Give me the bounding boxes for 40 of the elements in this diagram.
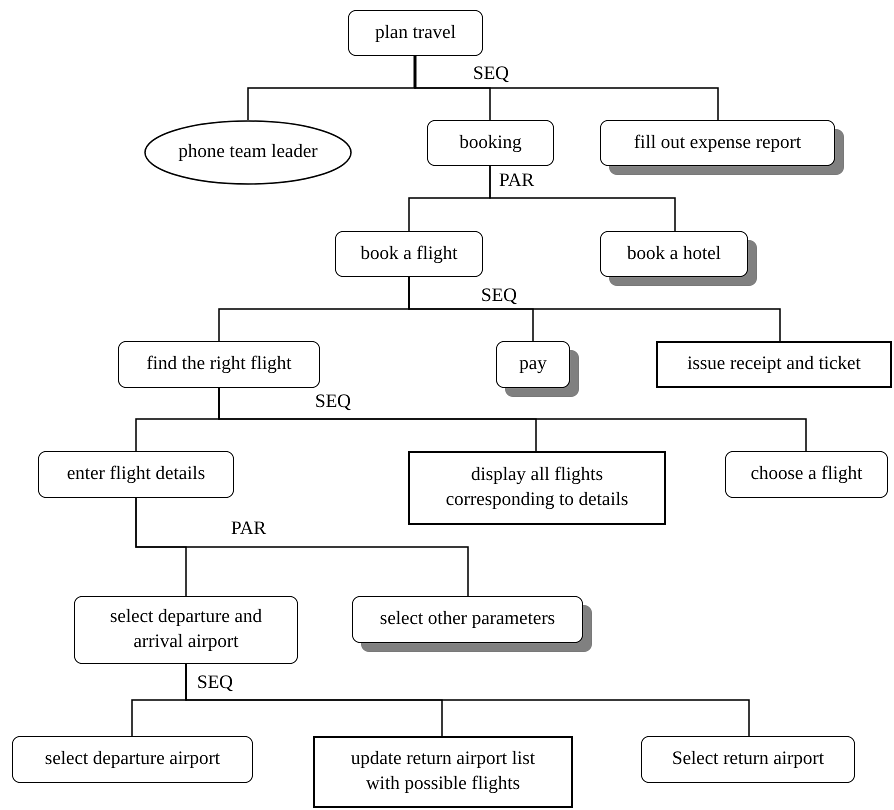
task-label: pay bbox=[518, 352, 548, 376]
task-label: update return airport list with possible flights bbox=[350, 747, 536, 796]
task-box bbox=[408, 451, 666, 525]
task-label: phone team leader bbox=[177, 140, 319, 164]
operator-label: PAR bbox=[231, 518, 266, 540]
connector-line bbox=[135, 498, 469, 596]
task-box bbox=[74, 596, 298, 664]
task-label: display all flights corresponding to details bbox=[444, 463, 630, 512]
connector-line bbox=[489, 166, 676, 231]
task-box bbox=[641, 736, 855, 783]
task-box bbox=[12, 736, 253, 783]
task-label: choose a flight bbox=[750, 462, 864, 486]
task-box bbox=[118, 341, 320, 388]
operator-label: SEQ bbox=[315, 391, 351, 413]
task-label: enter flight details bbox=[66, 462, 206, 486]
task-box bbox=[38, 451, 234, 498]
task-label: plan travel bbox=[374, 20, 457, 45]
operator-label: SEQ bbox=[473, 63, 509, 85]
task-box bbox=[725, 451, 888, 498]
connector-line bbox=[218, 388, 807, 451]
task-label: select other parameters bbox=[378, 607, 556, 632]
operator-label: SEQ bbox=[481, 285, 517, 307]
task-box bbox=[656, 341, 892, 388]
task-box bbox=[313, 736, 573, 808]
task-label: issue receipt and ticket bbox=[686, 352, 862, 376]
task-label: select departure airport bbox=[44, 747, 222, 772]
task-box bbox=[348, 10, 483, 56]
task-label: fill out expense report bbox=[632, 130, 802, 155]
task-label: book a flight bbox=[359, 242, 459, 266]
task-label: booking bbox=[458, 130, 523, 155]
connector-line bbox=[185, 664, 750, 736]
task-label: Select return airport bbox=[671, 747, 825, 772]
task-box bbox=[335, 231, 483, 277]
task-label: select departure and arrival airport bbox=[109, 605, 263, 654]
connector-line bbox=[408, 277, 781, 341]
operator-label: SEQ bbox=[197, 672, 233, 694]
task-box bbox=[427, 120, 554, 166]
task-label: book a hotel bbox=[626, 242, 722, 266]
operator-label: PAR bbox=[499, 170, 534, 192]
task-label: find the right flight bbox=[145, 352, 293, 376]
